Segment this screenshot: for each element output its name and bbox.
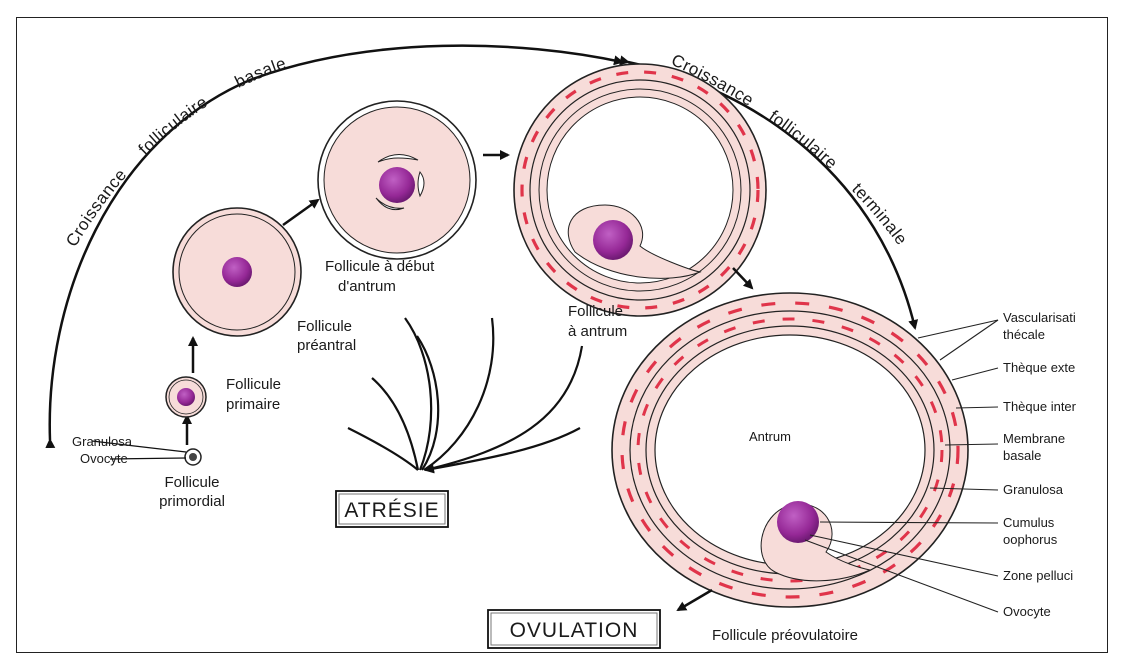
preovulatory-part-labels: Vascularisati thécale Thèque exte Thèque… [1003, 310, 1077, 619]
preantral-follicle [173, 208, 301, 336]
cumulus-label-line2: oophorus [1003, 532, 1058, 547]
antrum-label: Antrum [749, 429, 791, 444]
atresie-label: ATRÉSIE [344, 499, 439, 522]
primordial-label-line1: Follicule [164, 474, 219, 491]
primordial-follicle [185, 449, 201, 465]
primary-label-line1: Follicule [226, 376, 281, 393]
antral-follicle [514, 64, 766, 316]
theque-interne-label: Thèque inter [1003, 399, 1077, 414]
membrane-basale-label-line1: Membrane [1003, 431, 1065, 446]
ovulation-box: OVULATION [488, 610, 660, 648]
early-antrum-label-line1: Follicule à début [325, 258, 435, 275]
antral-label-line1: Follicule [568, 303, 623, 320]
ovocyte-label: Ovocyte [1003, 604, 1051, 619]
atresie-box: ATRÉSIE [336, 491, 448, 527]
cumulus-label-line1: Cumulus [1003, 515, 1055, 530]
early-antrum-label-line2: d'antrum [338, 278, 396, 295]
antral-label-line2: à antrum [568, 323, 627, 340]
zone-pellucide-label: Zone pelluci [1003, 568, 1073, 583]
primordial-label-line2: primordial [159, 493, 225, 510]
primordial-ovocyte-label: Ovocyte [80, 451, 128, 466]
preantral-label-line2: préantral [297, 337, 356, 354]
atresia-arrows [348, 318, 582, 470]
preovulatory-label: Follicule préovulatoire [712, 627, 858, 644]
granulosa-label: Granulosa [1003, 482, 1064, 497]
primordial-granulosa-label: Granulosa [72, 434, 133, 449]
primary-label-line2: primaire [226, 396, 280, 413]
preovulatory-follicle [612, 293, 968, 607]
ovulation-label: OVULATION [510, 619, 639, 642]
vascularisation-label-line2: thécale [1003, 327, 1045, 342]
preantral-label-line1: Follicule [297, 318, 352, 335]
membrane-basale-label-line2: basale [1003, 448, 1041, 463]
early-antrum-follicle [318, 101, 476, 259]
primary-follicle [166, 377, 206, 417]
theque-externe-label: Thèque exte [1003, 360, 1075, 375]
vascularisation-label-line1: Vascularisati [1003, 310, 1076, 325]
